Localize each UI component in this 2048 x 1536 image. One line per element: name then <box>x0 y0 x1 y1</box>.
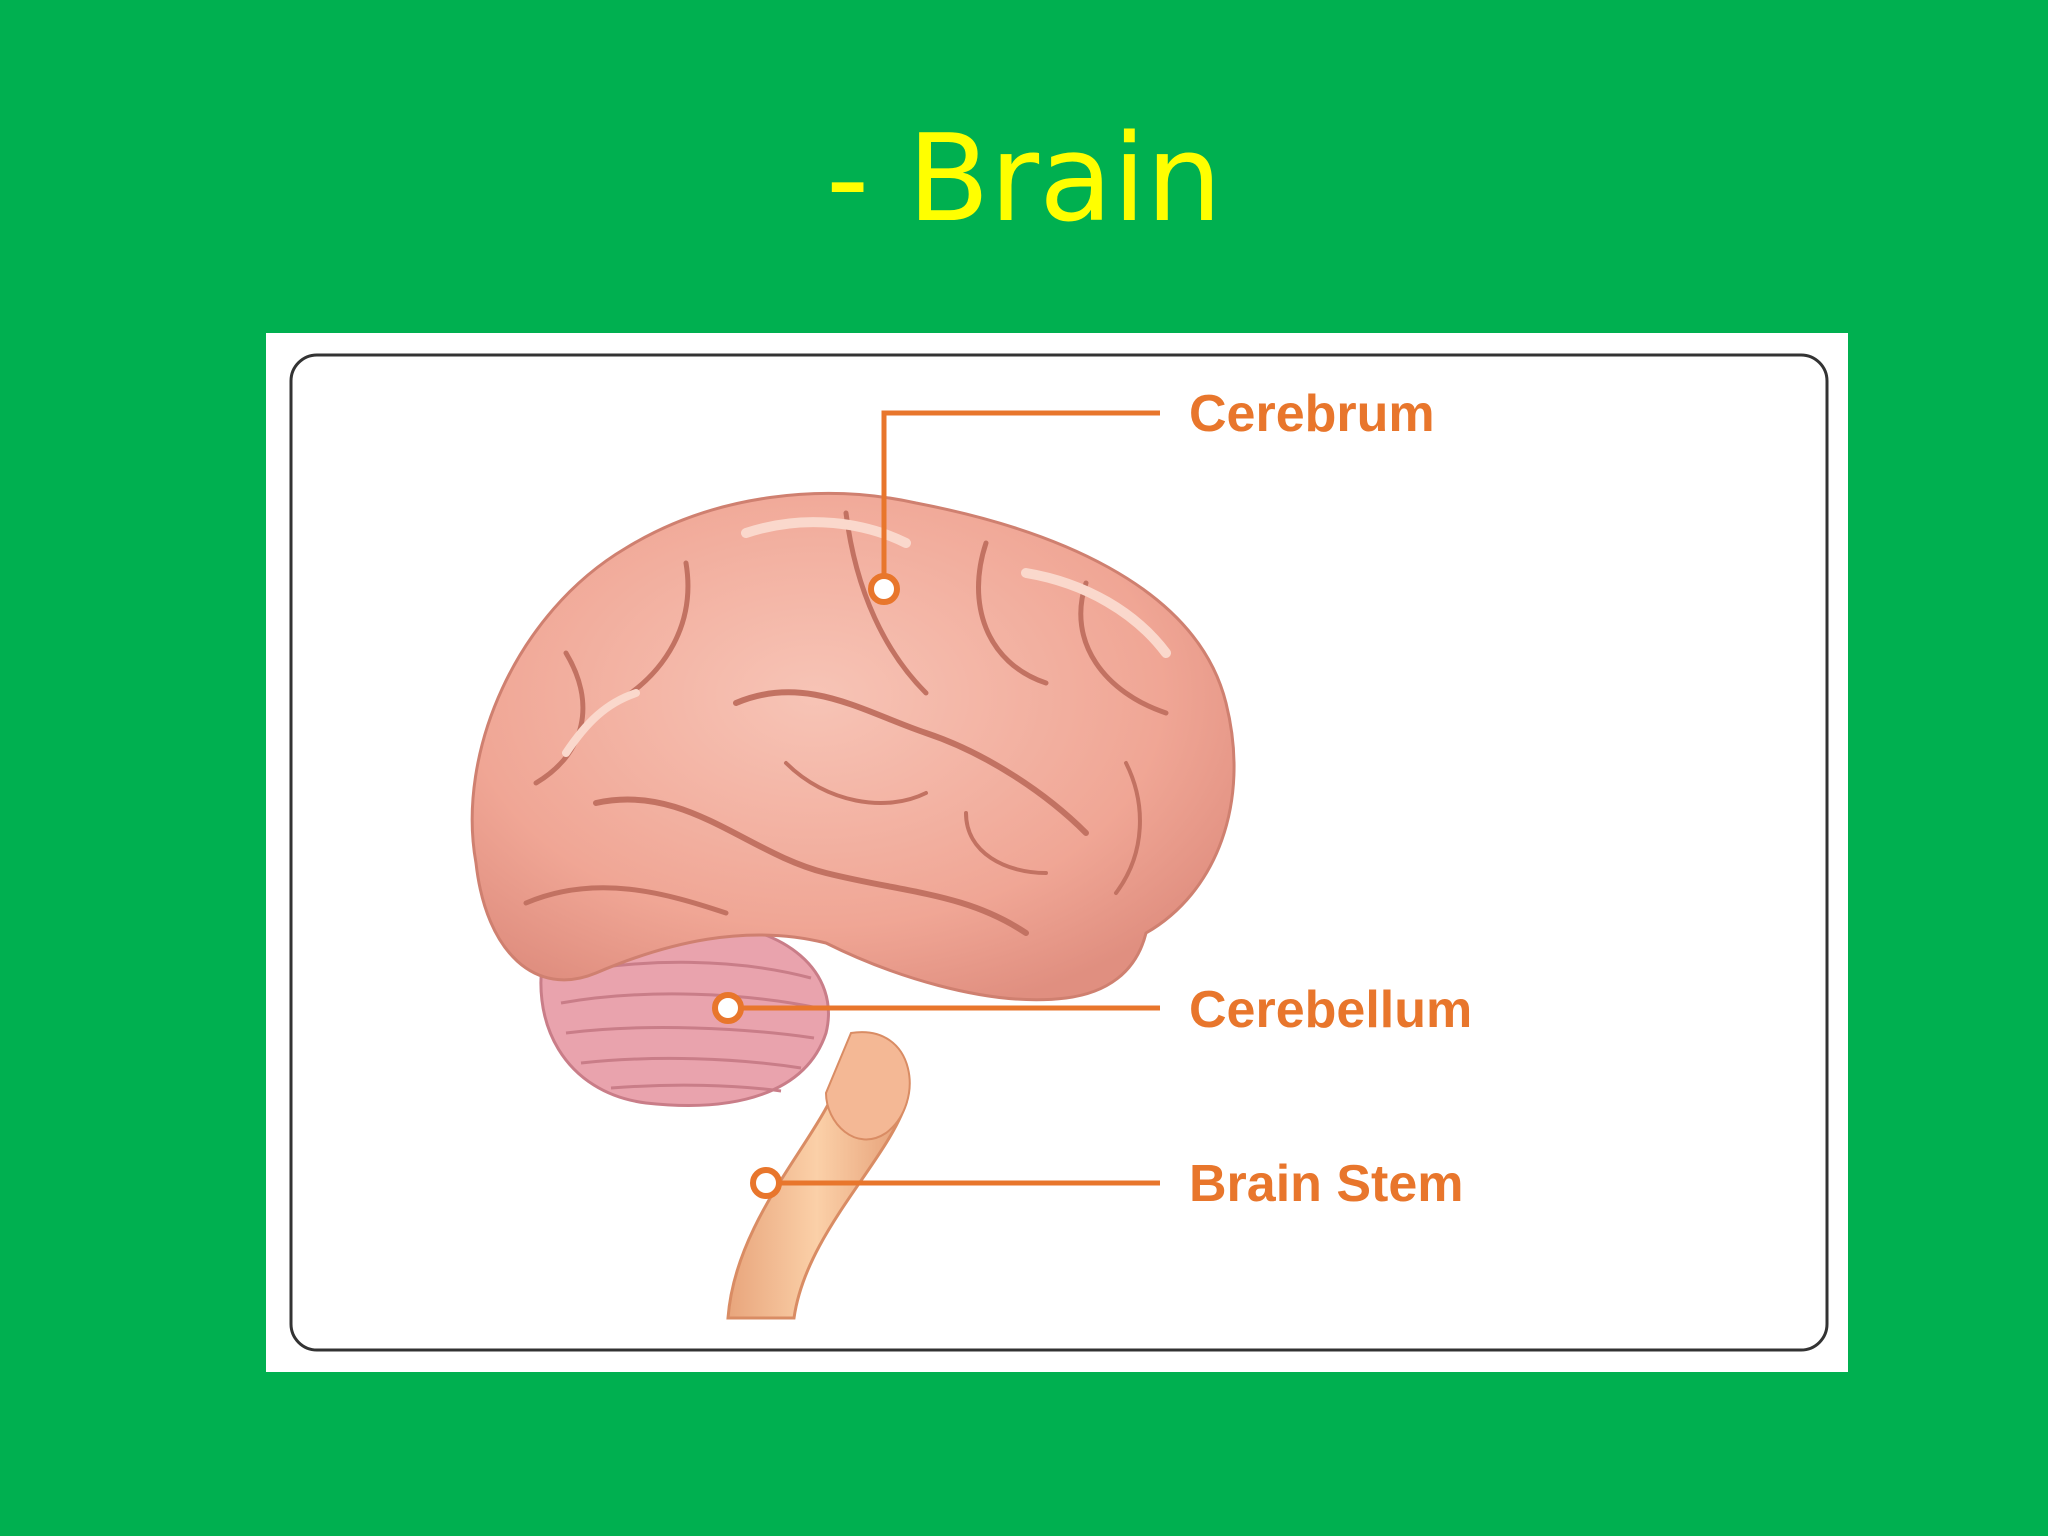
cerebellum-marker <box>712 992 744 1024</box>
cerebellum-pointer <box>712 992 1160 1024</box>
brain-stem-marker <box>750 1167 782 1199</box>
cerebrum-label: Cerebrum <box>1189 385 1435 443</box>
brain-stem-label: Brain Stem <box>1189 1155 1464 1213</box>
brain-stem-pointer <box>750 1167 1160 1199</box>
brain-diagram-svg: Cerebrum Cerebellum Brain Stem <box>289 353 1829 1352</box>
cerebrum-marker <box>868 573 900 605</box>
cerebellum-label: Cerebellum <box>1189 981 1472 1039</box>
cerebrum-pointer <box>868 410 1160 605</box>
slide-title: - Brain <box>825 110 1223 249</box>
brain-diagram: Cerebrum Cerebellum Brain Stem <box>266 333 1848 1372</box>
pons-shape <box>824 1031 911 1141</box>
cerebrum-shape <box>470 492 1236 1002</box>
